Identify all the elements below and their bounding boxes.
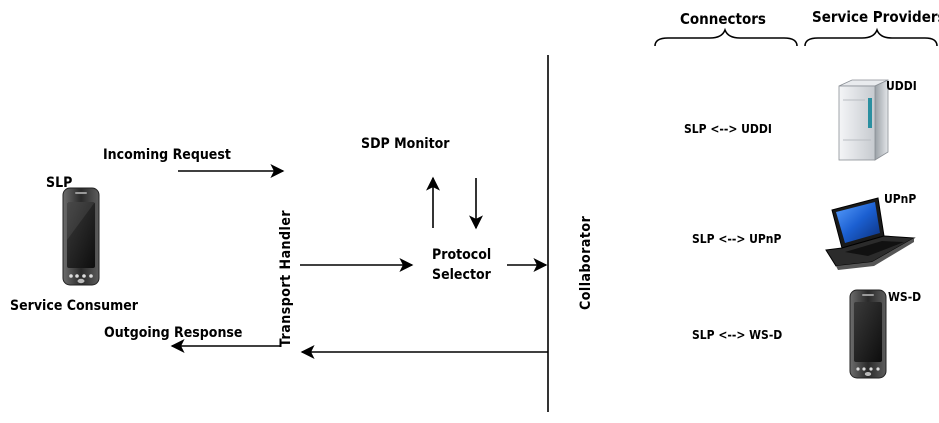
- collaborator-label: Collaborator: [578, 215, 594, 310]
- phone-icon: [849, 289, 887, 379]
- server-icon: [838, 79, 889, 161]
- connectors-brace: [654, 27, 798, 47]
- laptop-icon: [825, 197, 916, 270]
- upnp-provider-label: UPnP: [884, 192, 916, 206]
- outgoing-response-label: Outgoing Response: [104, 325, 242, 341]
- uddi-provider-label: UDDI: [886, 79, 917, 93]
- protocol-selector-line2: Selector: [432, 267, 492, 283]
- transport-handler-label: Transport Handler: [278, 210, 294, 347]
- consumer-device-label: SLP: [46, 175, 72, 191]
- connectors-header: Connectors: [680, 10, 766, 28]
- incoming-request-label: Incoming Request: [103, 147, 231, 163]
- sdp-monitor-label: SDP Monitor: [361, 136, 450, 152]
- service-providers-brace: [804, 27, 938, 47]
- service-consumer-caption: Service Consumer: [10, 298, 139, 314]
- connector-wsd-label: SLP <--> WS-D: [692, 328, 782, 342]
- service-providers-header: Service Providers: [812, 8, 939, 26]
- protocol-selector-line1: Protocol: [432, 247, 491, 263]
- connector-upnp-label: SLP <--> UPnP: [692, 232, 781, 246]
- consumer-phone-icon: [62, 187, 100, 286]
- connector-uddi-label: SLP <--> UDDI: [684, 122, 772, 136]
- wsd-provider-label: WS-D: [888, 290, 921, 304]
